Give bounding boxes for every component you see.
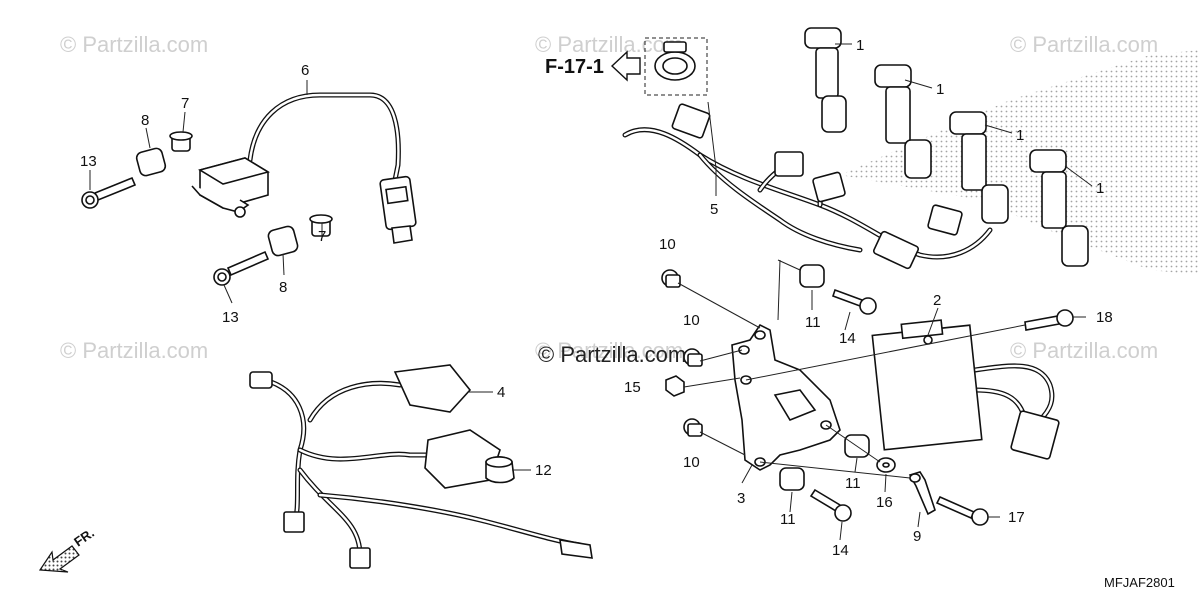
part-1-ignition-coil-1: [804, 27, 847, 133]
callout-10: 10: [683, 312, 700, 329]
callout-16: 16: [876, 494, 893, 511]
leader-lines: [89, 43, 1093, 541]
callout-6: 6: [301, 62, 309, 79]
callout-9: 9: [913, 528, 921, 545]
watermarks: © Partzilla.com © Partzilla.com © Partzi…: [60, 32, 1158, 363]
watermark: © Partzilla.com: [535, 338, 683, 363]
watermark: © Partzilla.com: [60, 32, 208, 57]
callout-2: 2: [933, 292, 941, 309]
part-1-ignition-coil-3: [949, 111, 1009, 224]
part-17-bolt: [935, 495, 989, 526]
part-7-collar-upper: [169, 131, 193, 152]
watermark: © Partzilla.com: [535, 32, 683, 57]
part-8-rubber-mount-lower: [267, 225, 299, 257]
callout-1: 1: [936, 81, 944, 98]
background-halftone: [840, 50, 1200, 275]
callout-13: 13: [222, 309, 239, 326]
callouts: 1 1 1 1 2 3 4 5 6 7 7 8 8 9 10 10 10 11 …: [80, 37, 1113, 559]
part-10-bolt-lower: [683, 418, 703, 437]
callout-4: 4: [497, 384, 505, 401]
callout-7: 7: [318, 228, 326, 245]
part-9-terminal: [908, 471, 936, 516]
part-1-ignition-coil-4: [1029, 149, 1089, 267]
part-2-regulator-rectifier: [871, 319, 1060, 460]
callout-14: 14: [832, 542, 849, 559]
diagram-code: MFJAF2801: [1104, 575, 1175, 590]
part-6-sensor-assembly: [191, 92, 417, 244]
part-16-washer: [876, 457, 896, 473]
front-arrow: FR.: [38, 525, 97, 573]
watermark: © Partzilla.com: [1010, 338, 1158, 363]
callout-10: 10: [659, 236, 676, 253]
part-18-bolt: [1024, 309, 1074, 331]
part-1-ignition-coil-2: [874, 64, 932, 179]
part-7-collar-lower: [309, 214, 333, 237]
part-14-bolt-top: [831, 288, 877, 315]
part-15-nut: [665, 375, 685, 397]
callout-8: 8: [141, 112, 149, 129]
part-11-mount-top: [799, 264, 825, 288]
part-11-mount-lower: [779, 467, 805, 491]
part-4-sub-harness: [249, 364, 593, 569]
part-12-grommet: [485, 455, 515, 484]
reference-clamp: [644, 37, 708, 96]
front-label: FR.: [71, 525, 97, 549]
callout-3: 3: [737, 490, 745, 507]
callout-12: 12: [535, 462, 552, 479]
reference-label: F-17-1: [545, 56, 604, 78]
callout-1: 1: [856, 37, 864, 54]
callout-7: 7: [181, 95, 189, 112]
part-10-bolt-middle: [683, 348, 703, 367]
part-14-bolt-lower: [809, 488, 852, 522]
callout-15: 15: [624, 379, 641, 396]
callout-11: 11: [845, 475, 861, 492]
callout-17: 17: [1008, 509, 1025, 526]
callout-10: 10: [683, 454, 700, 471]
copyright-label: © Partzilla.com: [538, 342, 686, 367]
callout-11: 11: [805, 314, 821, 331]
part-3-bracket: [731, 323, 841, 471]
callout-5: 5: [710, 201, 718, 218]
callout-13: 13: [80, 153, 97, 170]
callout-8: 8: [279, 279, 287, 296]
callout-11: 11: [780, 511, 796, 528]
part-13-bolt-upper: [81, 176, 137, 209]
part-10-bolt-top: [661, 269, 681, 288]
callout-14: 14: [839, 330, 856, 347]
part-5-wire-harness: [622, 103, 993, 270]
part-8-rubber-mount-upper: [135, 147, 167, 177]
part-13-bolt-lower: [213, 250, 270, 286]
watermark: © Partzilla.com: [1010, 32, 1158, 57]
reference-arrow: F-17-1: [545, 50, 641, 82]
callout-1: 1: [1016, 127, 1024, 144]
watermark: © Partzilla.com: [60, 338, 208, 363]
callout-1: 1: [1096, 180, 1104, 197]
callout-18: 18: [1096, 309, 1113, 326]
